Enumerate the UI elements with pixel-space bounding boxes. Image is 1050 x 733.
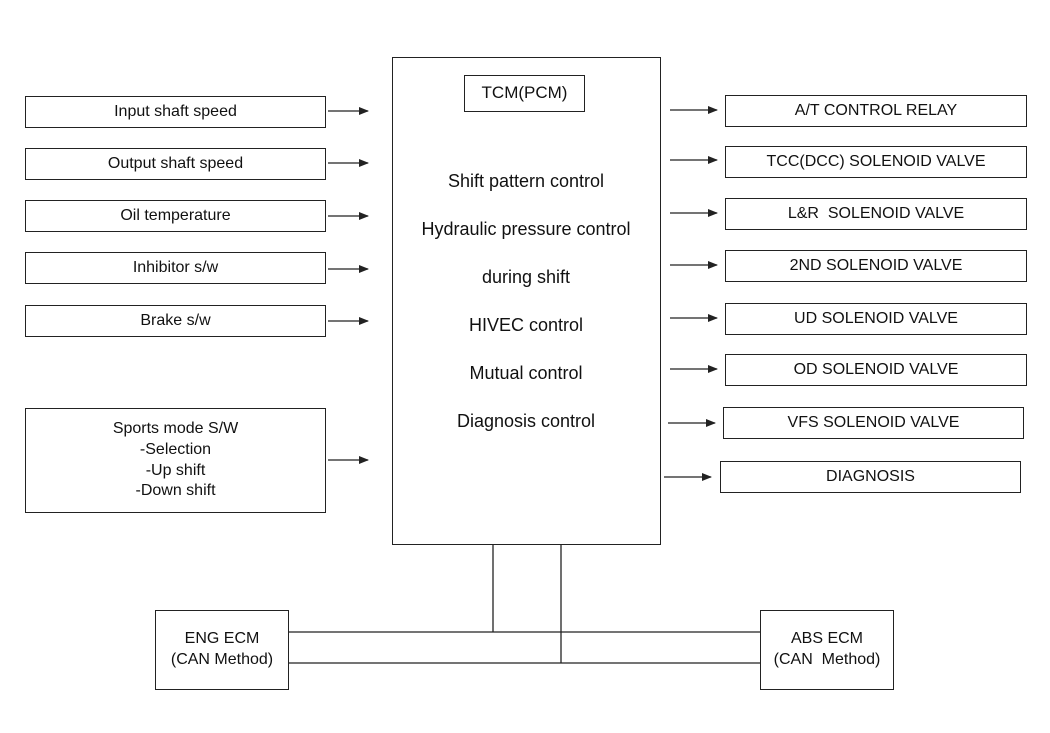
abs-ecm-box: ABS ECM (CAN Method) (760, 610, 894, 690)
abs-ecm-title: ABS ECM (790, 630, 863, 648)
tcm-title: TCM(PCM) (481, 83, 568, 103)
tcm-function-during-shift: during shift (481, 267, 571, 287)
input-label: Oil temperature (120, 206, 231, 224)
output-box-at-control-relay: A/T CONTROL RELAY (725, 95, 1027, 127)
tcm-title-box: TCM(PCM) (464, 75, 585, 112)
input-box-sports-mode: Sports mode S/W -Selection -Up shift -Do… (25, 408, 326, 513)
input-box-oil-temperature: Oil temperature (25, 200, 326, 232)
output-label: 2ND SOLENOID VALVE (789, 256, 963, 274)
input-label: Input shaft speed (114, 102, 237, 120)
output-box-od-solenoid: OD SOLENOID VALVE (725, 354, 1027, 386)
output-label: UD SOLENOID VALVE (794, 309, 958, 327)
tcm-function-hydraulic-pressure: Hydraulic pressure control (421, 219, 631, 239)
input-box-brake-sw: Brake s/w (25, 305, 326, 337)
output-box-tcc-solenoid: TCC(DCC) SOLENOID VALVE (725, 146, 1027, 178)
sports-mode-option: -Selection (139, 440, 212, 458)
input-box-inhibitor-sw: Inhibitor s/w (25, 252, 326, 284)
output-box-lr-solenoid: L&R SOLENOID VALVE (725, 198, 1027, 230)
input-label: Output shaft speed (107, 154, 244, 172)
input-box-input-shaft-speed: Input shaft speed (25, 96, 326, 128)
output-box-2nd-solenoid: 2ND SOLENOID VALVE (725, 250, 1027, 282)
output-label: A/T CONTROL RELAY (794, 101, 958, 119)
input-box-output-shaft-speed: Output shaft speed (25, 148, 326, 180)
output-label: DIAGNOSIS (826, 467, 915, 485)
output-box-vfs-solenoid: VFS SOLENOID VALVE (723, 407, 1024, 439)
output-label: OD SOLENOID VALVE (793, 360, 959, 378)
input-label: Brake s/w (140, 311, 211, 329)
eng-ecm-method: (CAN Method) (170, 651, 274, 668)
tcm-function-diagnosis: Diagnosis control (456, 411, 596, 431)
tcm-function-hivec: HIVEC control (468, 315, 584, 335)
output-label: TCC(DCC) SOLENOID VALVE (766, 152, 986, 170)
abs-ecm-method: (CAN Method) (773, 651, 881, 668)
sports-mode-option: -Down shift (135, 482, 216, 500)
output-label: L&R SOLENOID VALVE (787, 204, 965, 222)
sports-mode-option: -Up shift (145, 461, 206, 479)
input-label: Inhibitor s/w (132, 258, 219, 276)
tcm-function-shift-pattern: Shift pattern control (447, 171, 605, 191)
sports-mode-title: Sports mode S/W (112, 419, 239, 437)
eng-ecm-box: ENG ECM (CAN Method) (155, 610, 289, 690)
tcm-function-mutual: Mutual control (469, 363, 583, 383)
output-box-ud-solenoid: UD SOLENOID VALVE (725, 303, 1027, 335)
eng-ecm-title: ENG ECM (184, 630, 260, 648)
tcm-box (392, 57, 661, 545)
output-box-diagnosis: DIAGNOSIS (720, 461, 1021, 493)
output-label: VFS SOLENOID VALVE (787, 413, 960, 431)
